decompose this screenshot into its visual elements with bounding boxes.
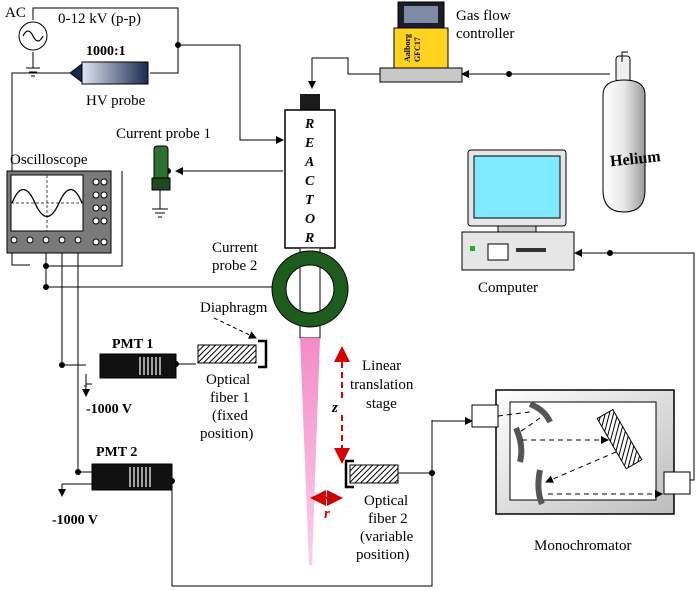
hv-probe — [69, 61, 149, 85]
gas-flow-label-line2: controller — [456, 26, 514, 42]
reactor-letter: A — [304, 155, 314, 170]
diaphragm-label: Diaphragm — [200, 300, 268, 316]
gfc17-label: GFC17 — [413, 37, 422, 62]
monochromator — [471, 389, 691, 515]
current-probe-2-label-line1: Current — [212, 240, 259, 256]
optical-fiber-2 — [344, 459, 399, 489]
pmt1-label: PMT 1 — [112, 337, 153, 352]
reactor-letter: R — [304, 117, 314, 132]
ac-label: AC — [5, 5, 26, 21]
linear-stage-label-line3: stage — [366, 396, 397, 412]
monochromator-label: Monochromator — [534, 538, 631, 554]
hv-probe-ratio: 1000:1 — [86, 44, 126, 59]
ac-voltage-label: 0-12 kV (p-p) — [58, 11, 141, 27]
gas-flow-controller — [379, 1, 463, 83]
fiber1-label-line4: position) — [200, 426, 253, 442]
computer-label: Computer — [478, 280, 538, 296]
fiber2-label-line2: fiber 2 — [368, 511, 408, 527]
helium-label: Helium — [609, 148, 662, 170]
gas-flow-label-line1: Gas flow — [456, 8, 511, 24]
axis-arrows — [310, 346, 350, 506]
pmt-2 — [62, 463, 173, 491]
current-probe-1 — [151, 145, 171, 191]
reactor-letter: R — [304, 231, 314, 246]
computer — [461, 149, 575, 271]
fiber2-label-line1: Optical — [364, 493, 408, 509]
plasma-jet — [300, 338, 320, 565]
fiber2-label-line3: (variable — [360, 529, 414, 545]
reactor-letter: C — [305, 174, 315, 189]
reactor-letter: O — [305, 212, 315, 227]
reactor-letter: E — [304, 136, 314, 151]
linear-stage-label-line2: translation — [350, 377, 414, 393]
pmt1-voltage: -1000 V — [86, 402, 132, 417]
reactor — [284, 94, 336, 339]
pmt2-voltage: -1000 V — [52, 513, 98, 528]
fiber1-label-line3: (fixed — [212, 408, 248, 424]
reactor-letters: R E A C T O R — [304, 117, 315, 246]
oscilloscope-label: Oscilloscope — [10, 152, 88, 168]
z-axis-label: z — [331, 400, 338, 416]
linear-stage-label-line1: Linear — [362, 358, 401, 374]
oscilloscope — [6, 170, 112, 254]
fiber2-label-line4: position) — [356, 547, 409, 563]
pmt2-label: PMT 2 — [96, 445, 137, 460]
fiber1-label-line1: Optical — [206, 372, 250, 388]
fiber1-label-line2: fiber 1 — [210, 390, 250, 406]
aalborg-label: Aalborg — [403, 34, 412, 62]
hv-probe-label: HV probe — [86, 93, 146, 109]
r-axis-label: r — [324, 506, 330, 522]
current-probe-2 — [271, 250, 349, 328]
pmt-1 — [99, 353, 177, 379]
reactor-letter: T — [305, 193, 315, 208]
current-probe-2-label-line2: probe 2 — [212, 258, 257, 274]
optical-fiber-1 — [197, 317, 268, 369]
helium-cylinder — [602, 51, 646, 213]
current-probe-1-label: Current probe 1 — [116, 126, 211, 142]
ac-source — [18, 21, 48, 51]
